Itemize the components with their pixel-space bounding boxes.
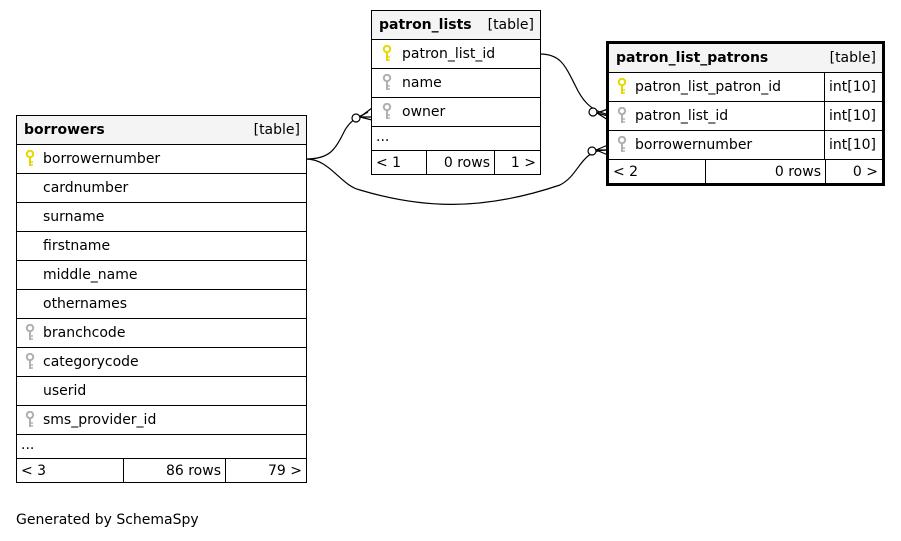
column-name: categorycode xyxy=(43,354,139,370)
table-kind: [table] xyxy=(253,122,300,138)
column-type: int[10] xyxy=(824,102,882,130)
foreign-key-icon xyxy=(609,102,635,130)
table-kind: [table] xyxy=(829,50,876,66)
column-row[interactable]: patron_list_id int[10] xyxy=(609,102,882,131)
column-name: branchcode xyxy=(43,325,126,341)
table-name: borrowers xyxy=(24,122,105,138)
table-patron-list-patrons[interactable]: patron_list_patrons [table] patron_list_… xyxy=(606,41,885,186)
column-name: cardnumber xyxy=(43,180,129,196)
column-row[interactable]: cardnumber xyxy=(17,174,306,203)
column-row[interactable]: othernames xyxy=(17,290,306,319)
foreign-key-icon xyxy=(609,131,635,159)
column-row[interactable]: branchcode xyxy=(17,319,306,348)
table-footer: < 3 86 rows 79 > xyxy=(17,459,306,482)
column-row[interactable]: owner xyxy=(372,98,540,127)
generated-by-label: Generated by SchemaSpy xyxy=(16,512,199,528)
table-kind: [table] xyxy=(487,17,534,33)
primary-key-icon xyxy=(372,40,402,68)
parents-count[interactable]: < 2 xyxy=(609,160,706,183)
column-row[interactable]: sms_provider_id xyxy=(17,406,306,435)
table-header[interactable]: patron_lists [table] xyxy=(372,11,540,40)
column-name: userid xyxy=(43,383,87,399)
primary-key-icon xyxy=(17,145,43,173)
relationship-patron-lists-patron-list-patrons xyxy=(539,53,607,115)
column-row[interactable]: borrowernumber xyxy=(17,145,306,174)
column-name: patron_list_id xyxy=(635,108,729,124)
table-footer: < 2 0 rows 0 > xyxy=(609,160,882,183)
zero-or-many-marker xyxy=(587,146,597,156)
foreign-key-icon xyxy=(17,319,43,347)
foreign-key-icon xyxy=(372,98,402,126)
column-row[interactable]: surname xyxy=(17,203,306,232)
column-row[interactable]: middle_name xyxy=(17,261,306,290)
relationship-borrowers-patron-list-patrons xyxy=(305,149,607,205)
crowfoot-marker xyxy=(359,107,373,121)
table-name: patron_list_patrons xyxy=(616,50,769,66)
table-header[interactable]: borrowers [table] xyxy=(17,116,306,145)
column-name: patron_list_id xyxy=(402,46,496,62)
foreign-key-icon xyxy=(17,348,43,376)
zero-or-many-marker xyxy=(351,113,361,123)
foreign-key-icon xyxy=(372,69,402,97)
column-row[interactable]: patron_list_id xyxy=(372,40,540,69)
more-columns: ... xyxy=(372,127,540,151)
column-row[interactable]: patron_list_patron_id int[10] xyxy=(609,73,882,102)
column-name: middle_name xyxy=(43,267,138,283)
foreign-key-icon xyxy=(17,406,43,434)
column-icon-placeholder xyxy=(17,174,43,202)
column-row[interactable]: borrowernumber int[10] xyxy=(609,131,882,160)
column-icon-placeholder xyxy=(17,261,43,289)
column-row[interactable]: userid xyxy=(17,377,306,406)
column-row[interactable]: firstname xyxy=(17,232,306,261)
column-name: patron_list_patron_id xyxy=(635,79,782,95)
table-name: patron_lists xyxy=(379,17,472,33)
row-count: 0 rows xyxy=(427,151,495,174)
column-name: othernames xyxy=(43,296,128,312)
column-name: name xyxy=(402,75,442,91)
parents-count[interactable]: < 3 xyxy=(17,459,124,482)
column-icon-placeholder xyxy=(17,290,43,318)
row-count: 86 rows xyxy=(124,459,226,482)
children-count[interactable]: 0 > xyxy=(852,163,878,180)
table-header[interactable]: patron_list_patrons [table] xyxy=(609,44,882,73)
column-row[interactable]: name xyxy=(372,69,540,98)
column-name: sms_provider_id xyxy=(43,412,157,428)
column-name: borrowernumber xyxy=(43,151,161,167)
column-icon-placeholder xyxy=(17,377,43,405)
column-type: int[10] xyxy=(824,131,882,159)
primary-key-icon xyxy=(609,73,635,101)
column-name: owner xyxy=(402,104,446,120)
table-footer: < 1 0 rows 1 > xyxy=(372,151,540,174)
parents-count[interactable]: < 1 xyxy=(372,151,427,174)
children-count[interactable]: 79 > xyxy=(268,462,302,479)
row-count: 0 rows xyxy=(706,160,826,183)
children-count[interactable]: 1 > xyxy=(510,154,536,171)
column-type: int[10] xyxy=(824,73,882,101)
column-icon-placeholder xyxy=(17,203,43,231)
column-name: firstname xyxy=(43,238,111,254)
zero-or-many-marker xyxy=(588,107,598,117)
column-name: borrowernumber xyxy=(635,137,753,153)
column-name: surname xyxy=(43,209,105,225)
table-borrowers[interactable]: borrowers [table] borrowernumber cardnumb… xyxy=(16,115,307,483)
column-row[interactable]: categorycode xyxy=(17,348,306,377)
more-columns: ... xyxy=(17,435,306,459)
column-icon-placeholder xyxy=(17,232,43,260)
